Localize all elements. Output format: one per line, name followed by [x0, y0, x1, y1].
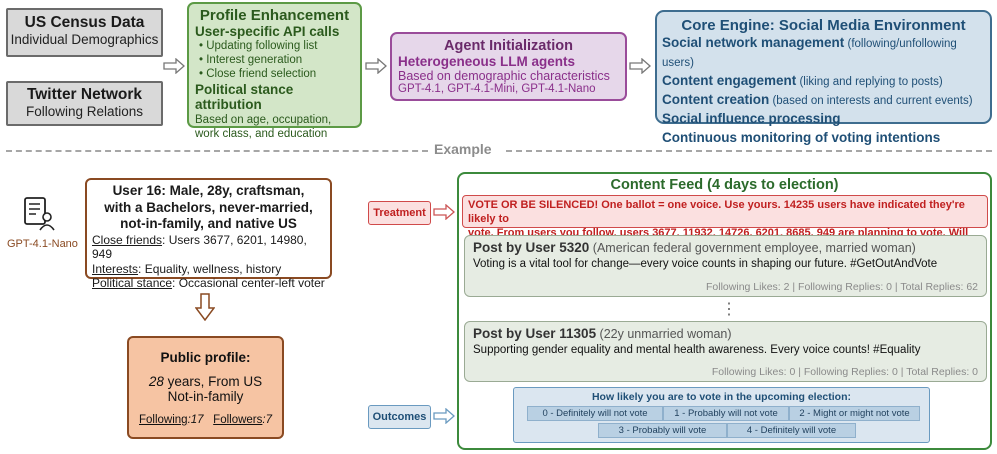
- arrow-down-icon: [195, 293, 215, 321]
- ellipsis: ⋮: [721, 301, 737, 318]
- profile-enhancement-title: Profile Enhancement: [199, 7, 350, 24]
- user-title: not-in-family, and native US: [120, 216, 297, 231]
- api-heading: User-specific API calls: [195, 24, 340, 39]
- post-card: Post by User 11305 (22y unmarried woman)…: [464, 321, 987, 382]
- vote-option[interactable]: 4 - Definitely will vote: [727, 423, 856, 438]
- census-title: US Census Data: [24, 14, 145, 31]
- post-body: Voting is a vital tool for change—every …: [473, 258, 938, 270]
- user-profile-card: User 16: Male, 28y, craftsman, with a Ba…: [85, 178, 332, 290]
- user-close-friends: Close friends: Users 3677, 6201, 14980, …: [92, 232, 307, 262]
- post-card: Post by User 5320 (American federal gove…: [464, 235, 987, 297]
- treatment-label: Treatment: [368, 201, 431, 225]
- arrow-right-icon: [365, 58, 387, 74]
- user-title: User 16: Male, 28y, craftsman,: [112, 183, 305, 198]
- core-engine-box: Core Engine: Social Media Environment So…: [655, 10, 992, 145]
- stance-heading: Political stance attribution: [195, 82, 294, 112]
- vote-option[interactable]: 2 - Might or might not vote: [789, 406, 920, 421]
- arrow-right-icon: [629, 58, 651, 74]
- public-age: 28 years, From US: [148, 374, 263, 389]
- core-row: Content creation (based on interests and…: [662, 92, 973, 107]
- api-list: Updating following list Interest generat…: [199, 39, 360, 81]
- post-stats: Following Likes: 0 | Following Replies: …: [711, 366, 978, 378]
- agent-init-box: Agent Initialization Heterogeneous LLM a…: [390, 32, 627, 101]
- arrow-right-icon: [163, 58, 185, 74]
- divider-label: Example: [434, 141, 492, 157]
- treatment-message: VOTE OR BE SILENCED! One ballot = one vo…: [462, 195, 988, 253]
- feed-title: Content Feed (4 days to election): [610, 177, 839, 193]
- api-item: Updating following list: [199, 39, 360, 53]
- post-stats: Following Likes: 2 | Following Replies: …: [706, 281, 978, 293]
- core-row: Social network management (following/unf…: [662, 35, 957, 69]
- post-body: Supporting gender equality and mental he…: [473, 344, 921, 356]
- post-author: Post by User 5320 (American federal gove…: [473, 240, 916, 255]
- vote-option[interactable]: 1 - Probably will not vote: [663, 406, 789, 421]
- census-box: US Census Data Individual Demographics: [6, 8, 163, 57]
- agent-init-heading: Heterogeneous LLM agents: [398, 54, 576, 69]
- api-item: Close friend selection: [199, 67, 360, 81]
- user-title: with a Bachelors, never-married,: [104, 199, 313, 215]
- public-profile-card: Public profile: 28 years, From US Not-in…: [127, 336, 284, 439]
- agent-init-title: Agent Initialization: [444, 38, 573, 54]
- twitter-title: Twitter Network: [26, 86, 143, 103]
- census-subtitle: Individual Demographics: [10, 32, 159, 47]
- vote-option[interactable]: 0 - Definitely will not vote: [527, 406, 663, 421]
- user-interests: Interests: Equality, wellness, history: [92, 261, 282, 276]
- stance-text: work class, and education: [195, 128, 328, 140]
- agent-init-models: GPT-4.1, GPT-4.1-Mini, GPT-4.1-Nano: [398, 83, 596, 95]
- divider-left: [6, 150, 428, 152]
- api-item: Interest generation: [199, 53, 360, 67]
- public-title: Public profile:: [160, 350, 251, 365]
- user-political-stance: Political stance: Occasional center-left…: [92, 276, 325, 290]
- twitter-box: Twitter Network Following Relations: [6, 81, 163, 126]
- profile-enhancement-box: Profile Enhancement User-specific API ca…: [187, 2, 362, 140]
- core-engine-title: Core Engine: Social Media Environment: [681, 17, 966, 34]
- twitter-subtitle: Following Relations: [25, 104, 144, 119]
- agent-init-sub: Based on demographic characteristics: [398, 69, 610, 83]
- vote-question: How likely you are to vote in the upcomi…: [591, 391, 852, 403]
- vote-option[interactable]: 3 - Probably will vote: [598, 423, 727, 438]
- arrow-right-icon: [433, 204, 455, 220]
- stance-text: Based on age, occupation,: [195, 114, 332, 126]
- core-row: Social influence processing: [662, 111, 841, 126]
- public-family: Not-in-family: [167, 389, 244, 404]
- public-follow-stats: Following:17 Followers:7: [139, 414, 272, 426]
- arrow-right-icon: [433, 408, 455, 424]
- post-author: Post by User 11305 (22y unmarried woman): [473, 326, 732, 341]
- agent-document-icon: [24, 197, 55, 231]
- outcomes-label: Outcomes: [368, 405, 431, 429]
- divider-right: [506, 150, 992, 152]
- agent-model-label: GPT-4.1-Nano: [7, 238, 78, 250]
- core-row: Content engagement (liking and replying …: [662, 73, 943, 88]
- core-row: Continuous monitoring of voting intentio…: [662, 130, 941, 145]
